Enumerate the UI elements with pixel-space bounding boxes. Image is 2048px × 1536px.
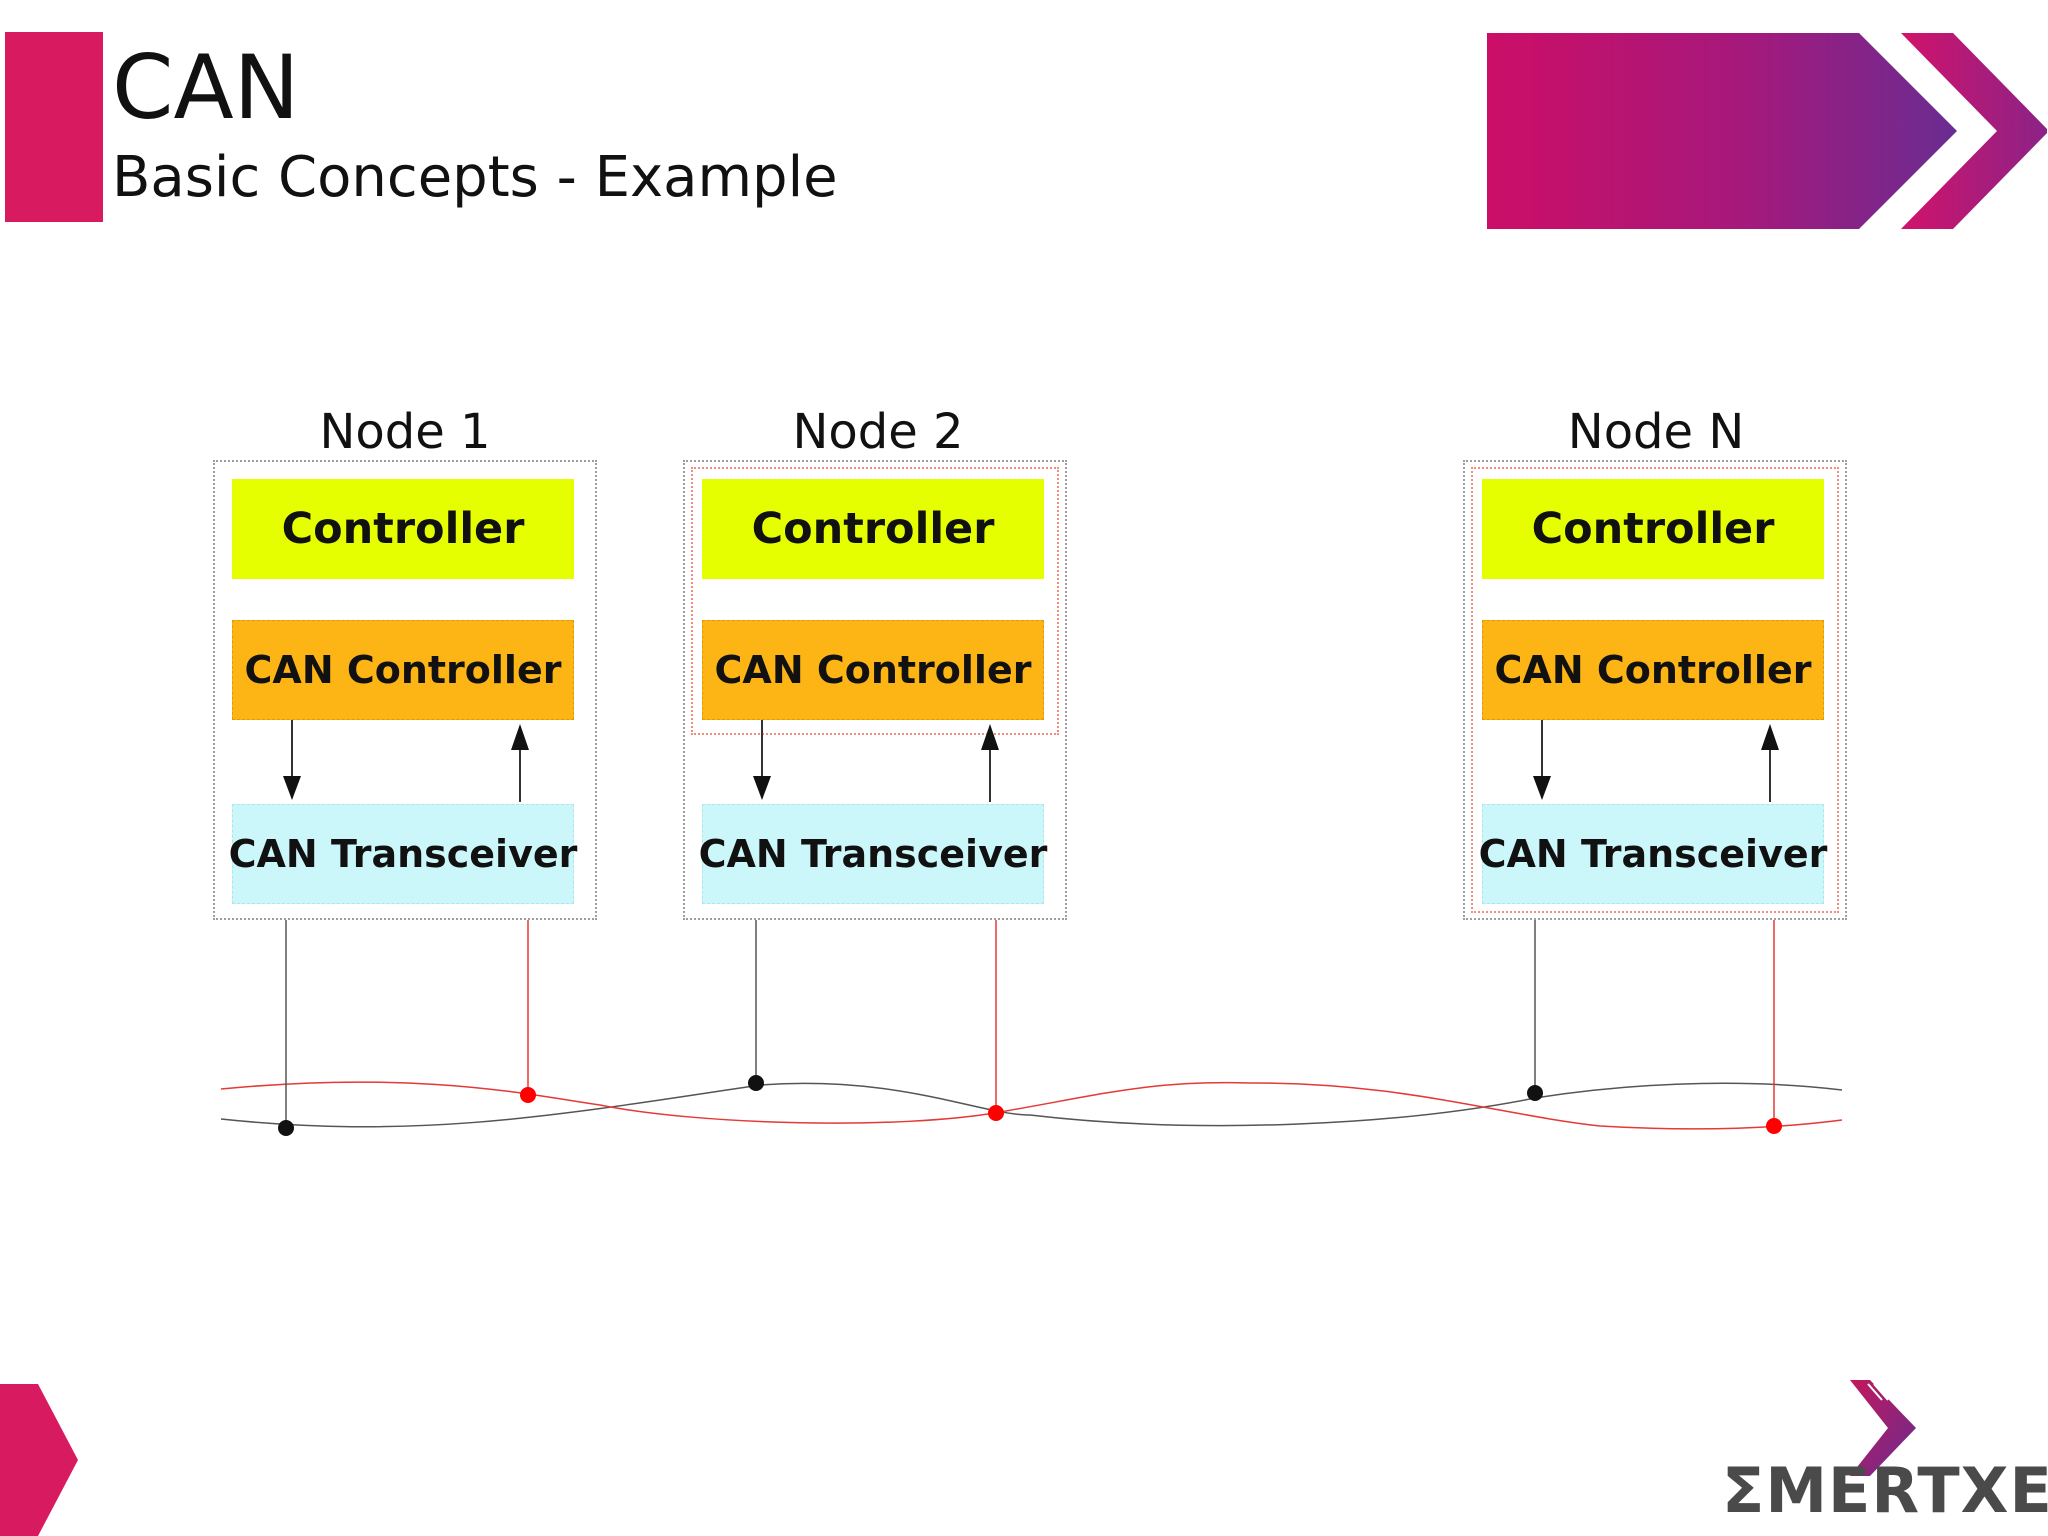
corner-chevron-icon <box>0 1384 78 1536</box>
slide-subtitle: Basic Concepts - Example <box>112 145 838 210</box>
brand-banner <box>1487 33 2047 229</box>
node-n-can-transceiver-label: CAN Transceiver <box>1478 832 1828 876</box>
node-2-can-low-junction <box>748 1075 764 1091</box>
node-1-frame <box>213 460 597 920</box>
node-2-can-controller-label: CAN Controller <box>714 648 1032 692</box>
node-2-can-high-junction <box>988 1105 1004 1121</box>
node-1-can-controller: CAN Controller <box>232 620 574 720</box>
node-2-can-transceiver: CAN Transceiver <box>699 804 1047 904</box>
node-n-label: Node N <box>1567 404 1745 460</box>
node-1-can-transceiver: CAN Transceiver <box>229 804 577 904</box>
node-2-can-controller: CAN Controller <box>702 620 1044 720</box>
node-2-controller: Controller <box>702 479 1044 579</box>
node-2-label: Node 2 <box>792 404 964 460</box>
can-high-wire <box>220 1081 1843 1130</box>
banner-chevron-shape <box>1901 33 2047 229</box>
node-n-frame <box>1463 460 1847 920</box>
node-1-controller: Controller <box>232 479 574 579</box>
node-n-can-controller-label: CAN Controller <box>1494 648 1812 692</box>
node-1-controller-label: Controller <box>281 504 525 554</box>
node-n-controller-label: Controller <box>1531 504 1775 554</box>
node-1-can-low-junction <box>278 1120 294 1136</box>
node-n-can-controller: CAN Controller <box>1482 620 1824 720</box>
node-1-can-transceiver-label: CAN Transceiver <box>228 832 578 876</box>
node-2-frame <box>683 460 1067 920</box>
emertxe-logo-icon <box>1850 1380 1916 1476</box>
slide-title: CAN <box>112 36 300 139</box>
node-n-can-low-junction <box>1527 1085 1543 1101</box>
node-1-can-high-junction <box>520 1087 536 1103</box>
node-1-can-controller-label: CAN Controller <box>244 648 562 692</box>
node-n-highlight-frame <box>1471 467 1839 913</box>
node-n-can-high-junction <box>1766 1118 1782 1134</box>
emertxe-logo-text: ΣMERTXE <box>1722 1454 2048 1527</box>
node-1-label: Node 1 <box>319 404 491 460</box>
node-n-can-transceiver: CAN Transceiver <box>1479 804 1827 904</box>
node-2-can-transceiver-label: CAN Transceiver <box>698 832 1048 876</box>
node-2-controller-label: Controller <box>751 504 995 554</box>
can-low-wire <box>220 1082 1843 1128</box>
title-accent-bar <box>5 32 103 222</box>
banner-arrow-shape <box>1487 33 1957 229</box>
node-n-controller: Controller <box>1482 479 1824 579</box>
node-2-highlight-frame <box>691 467 1059 735</box>
